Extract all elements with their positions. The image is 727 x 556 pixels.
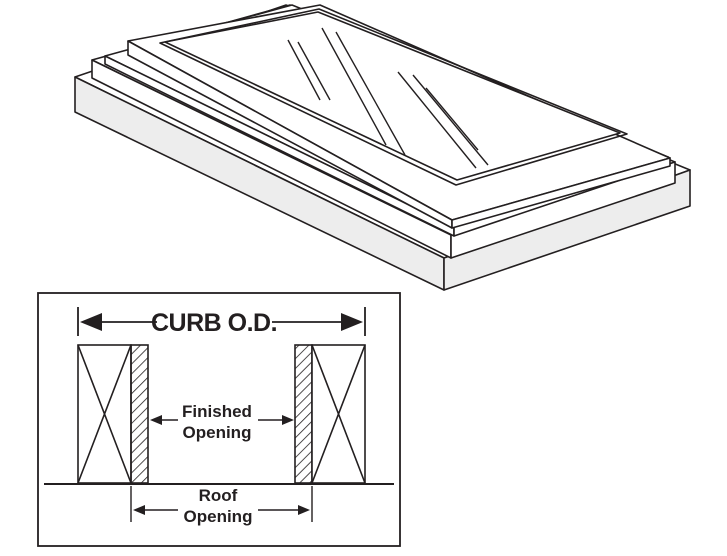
curb-od-arrow-left [80, 313, 102, 331]
roof-opening-label-line2: Opening [184, 507, 253, 526]
finished-opening-dimension [150, 415, 294, 425]
frame-front-face [451, 157, 671, 229]
curb-od-dimension [77, 307, 366, 336]
roof-opening-arrow-right [298, 505, 310, 515]
glass-reflection-lines [287, 27, 489, 169]
roof-opening-label-line1: Roof [199, 486, 238, 505]
curb-od-arrow-right [341, 313, 363, 331]
finished-opening-label-line2: Opening [183, 423, 252, 442]
skylight-3d-illustration [74, 4, 691, 291]
glass-panel [164, 11, 621, 181]
finished-opening-arrow-right [282, 415, 294, 425]
finished-opening-label-line1: Finished [182, 402, 252, 421]
finished-opening-arrow-left [150, 415, 162, 425]
roof-opening-dimension [130, 486, 313, 522]
right-finish-hatch [294, 344, 313, 484]
cross-section-detail: CURB O.D. Finished Opening [37, 292, 401, 547]
glass-inner-edge [159, 8, 628, 186]
roof-opening-arrow-left [133, 505, 145, 515]
right-curb-member [294, 344, 366, 484]
curb-od-label: CURB O.D. [151, 309, 277, 337]
left-curb-member [77, 344, 149, 484]
left-finish-hatch [130, 344, 149, 484]
